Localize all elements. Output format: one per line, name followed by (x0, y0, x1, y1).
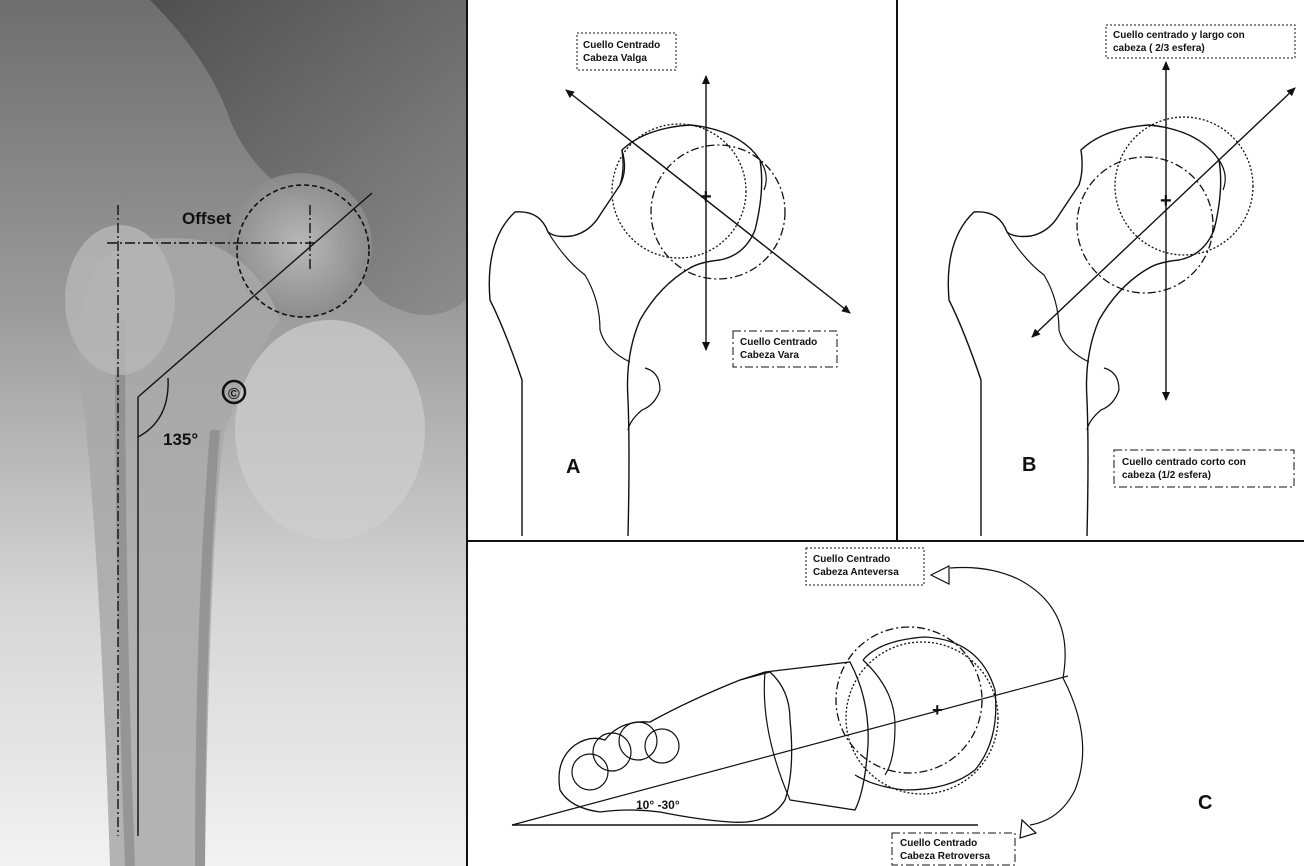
box-vara-line2: Cabeza Vara (740, 350, 799, 361)
box-antev-line2: Cabeza Anteversa (813, 567, 899, 578)
greater-trochanter (65, 225, 175, 375)
box-retrov-line1: Cuello Centrado (900, 838, 977, 849)
center-mark-a: + (700, 186, 712, 208)
box-retrov-line2: Cabeza Retroversa (900, 851, 990, 862)
box-short-line1: Cuello centrado corto con (1122, 457, 1246, 468)
box-long-line1: Cuello centrado y largo con (1113, 30, 1245, 41)
panel-letter-c: C (1198, 792, 1212, 814)
panel-frames (466, 0, 1304, 866)
center-mark-b: + (1160, 190, 1172, 212)
box-valga-line2: Cabeza Valga (583, 53, 647, 64)
box-short-line2: cabeza (1/2 esfera) (1122, 470, 1211, 481)
diagram-background (466, 0, 1304, 866)
panel-letter-a: A (566, 456, 580, 478)
box-long-line2: cabeza ( 2/3 esfera) (1113, 43, 1205, 54)
xray-panel: Offset 135° © (0, 0, 466, 866)
obturator-area (235, 320, 425, 540)
box-valga (577, 33, 676, 70)
box-antev-line1: Cuello Centrado (813, 554, 890, 565)
box-vara-line1: Cuello Centrado (740, 337, 817, 348)
box-short (1114, 450, 1294, 487)
angle-label: 135° (163, 430, 198, 449)
panel-letter-b: B (1022, 454, 1036, 476)
copyright-mark: © (228, 386, 240, 403)
offset-label: Offset (182, 209, 231, 228)
center-mark-c: + (932, 700, 943, 720)
box-valga-line1: Cuello Centrado (583, 40, 660, 51)
angle-label-c: 10° -30° (636, 798, 680, 812)
